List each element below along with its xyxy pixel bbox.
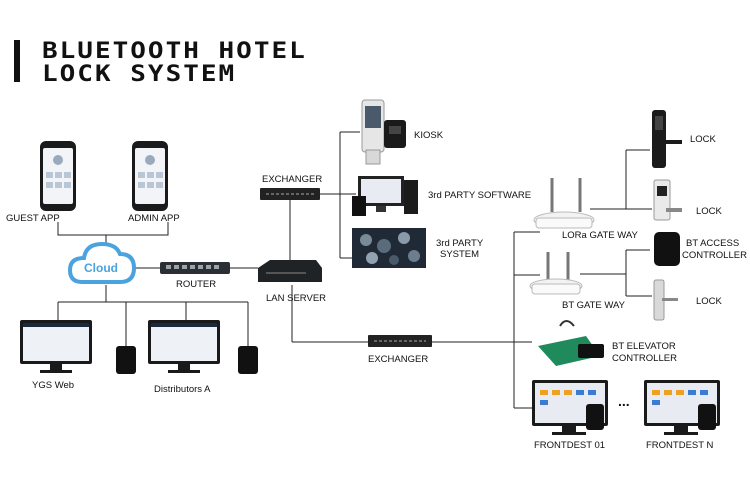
lan-server-label: LAN SERVER [266,293,327,304]
kiosk-icon [361,99,406,165]
kiosk-label: KIOSK [414,130,444,141]
ygs-web-label: YGS Web [32,380,75,391]
ellipsis-label: ... [618,393,630,409]
connection-lines [57,131,652,409]
frontdest-01-label: FRONTDEST 01 [534,440,606,451]
admin-app-phone-icon [132,141,168,211]
ygs-web-monitor-icon [20,320,92,373]
lan-server-icon [258,260,322,282]
bt-elevator-controller-icon [538,320,604,366]
card-reader-2-icon [238,346,258,374]
bt-elevator-label-2: CONTROLLER [612,353,677,364]
lock-1-icon [652,110,682,168]
guest-app-label: GUEST APP [6,213,60,224]
lora-gateway-icon [533,178,595,229]
lora-gateway-label: LORa GATE WAY [562,230,638,241]
third-party-software-icon [352,176,418,216]
bt-gateway-icon [529,252,583,295]
cloud-label: Cloud [84,261,118,275]
bt-elevator-label-1: BT ELEVATOR [612,341,676,352]
guest-app-phone-icon [40,141,76,211]
frontdest-n-label: FRONTDEST N [646,440,714,451]
lock-2-label: LOCK [696,206,722,217]
admin-app-label: ADMIN APP [128,213,180,224]
lock-3-icon [653,279,678,321]
lock-2-icon [653,179,682,221]
diagram-title-line-1: BLUETOOTH HOTEL [42,38,307,64]
card-reader-1-icon [116,346,136,374]
third-party-system-label-2: SYSTEM [440,249,480,260]
third-party-system-label-1: 3rd PARTY [436,238,484,249]
router-icon [160,262,230,274]
exchanger-top-icon [260,188,320,200]
bt-access-controller-icon [654,232,680,266]
bt-access-label-1: BT ACCESS [686,238,740,249]
third-party-system-icon [352,228,426,268]
title-accent-bar [14,40,20,82]
lock-1-label: LOCK [690,134,716,145]
distributors-label: Distributors A [154,384,211,395]
bt-access-label-2: CONTROLLER [682,250,747,261]
cloud-icon [67,241,137,284]
exchanger-bottom-label: EXCHANGER [368,354,429,365]
exchanger-bottom-icon [368,335,432,347]
bt-gateway-label: BT GATE WAY [562,300,625,311]
frontdest-n-monitor-icon [644,380,720,435]
distributors-monitor-icon [148,320,220,373]
diagram-title-line-2: LOCK SYSTEM [42,61,237,87]
router-label: ROUTER [176,279,217,290]
third-party-software-label: 3rd PARTY SOFTWARE [428,190,532,201]
exchanger-top-label: EXCHANGER [262,174,323,185]
lock-3-label: LOCK [696,296,722,307]
frontdest-01-monitor-icon [532,380,608,435]
